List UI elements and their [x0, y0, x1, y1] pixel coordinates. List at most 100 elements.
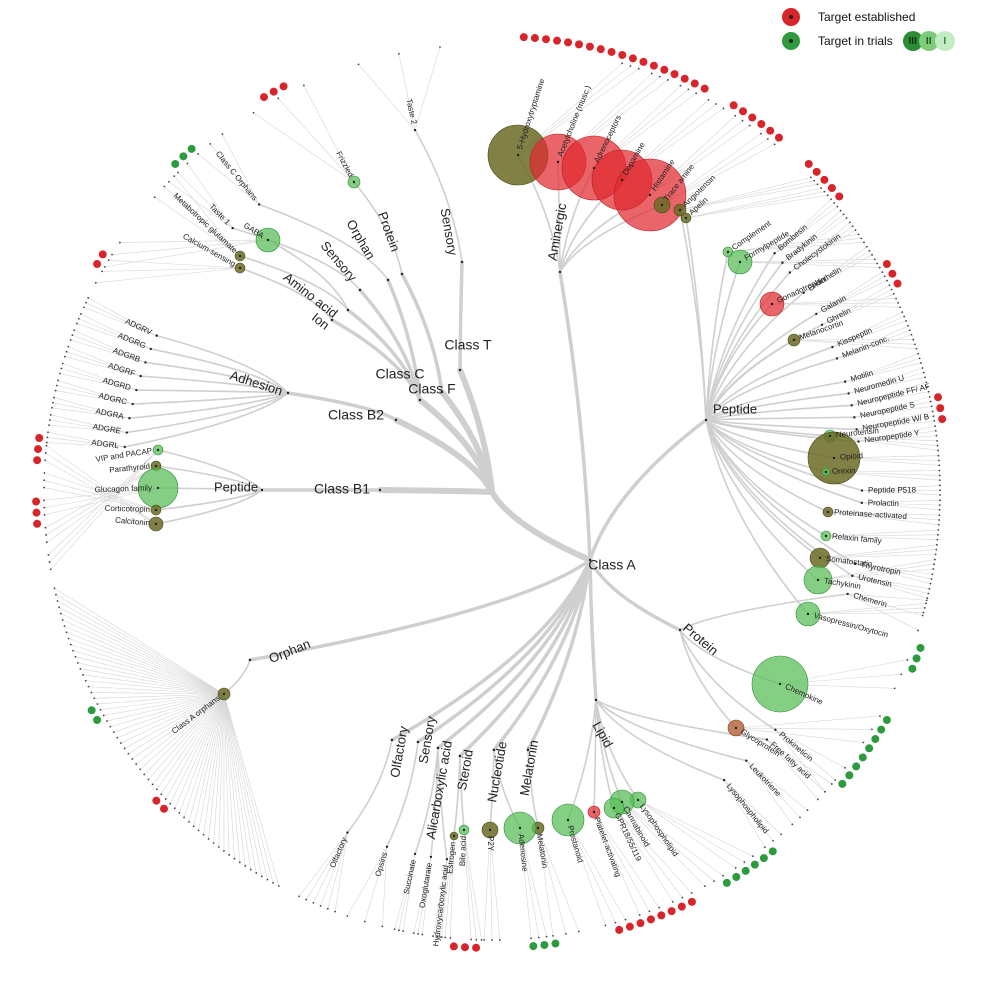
tree-branch — [595, 699, 725, 781]
leaf-node — [810, 176, 812, 179]
leaf-branch — [66, 632, 225, 695]
class-label: Class C — [375, 366, 424, 382]
leaf-node — [648, 910, 651, 913]
established-marker — [34, 445, 43, 454]
leaf-branch — [827, 511, 939, 526]
trial-marker — [908, 664, 917, 673]
leaf-node — [629, 65, 632, 67]
leaf-branch — [854, 563, 933, 575]
established-marker — [649, 61, 658, 70]
leaf-node — [922, 371, 925, 374]
leaf-branch — [825, 534, 938, 537]
family-node — [390, 738, 394, 742]
subfamily-node — [722, 778, 726, 782]
subfamily-node — [802, 291, 805, 294]
subfamily-label: Opioid — [840, 451, 864, 462]
established-marker — [449, 942, 458, 951]
subfamily-label: ADGRB — [112, 346, 142, 364]
leaf-branch — [613, 807, 674, 903]
established-marker — [934, 393, 943, 402]
leaf-node — [177, 171, 179, 174]
leaf-node — [421, 933, 424, 936]
leaf-branch — [48, 449, 159, 556]
leaf-branch — [398, 53, 416, 131]
subfamily-node — [648, 193, 652, 197]
leaf-branch — [613, 807, 683, 898]
leaf-node — [871, 253, 873, 256]
tree-branch — [705, 419, 819, 581]
leaf-branch — [832, 311, 903, 348]
leaf-branch — [861, 485, 940, 491]
subfamily-node — [738, 260, 742, 264]
leaf-node — [116, 736, 119, 739]
leaf-branch — [94, 693, 225, 699]
leaf-branch — [45, 465, 157, 528]
leaf-branch — [489, 829, 493, 941]
leaf-branch — [49, 449, 159, 563]
family-label: Orphan — [267, 636, 313, 666]
leaf-branch — [55, 390, 133, 405]
leaf-branch — [771, 302, 899, 305]
leaf-branch — [313, 832, 348, 903]
leaf-node — [833, 201, 836, 204]
leaf-node — [48, 424, 50, 427]
phase-i-badge: I — [934, 31, 955, 51]
leaf-branch — [253, 112, 355, 183]
leaf-node — [752, 855, 754, 858]
leaf-node — [666, 79, 669, 81]
leaf-node — [107, 259, 110, 262]
tree-branch — [595, 699, 639, 801]
tree-branch — [457, 367, 495, 495]
leaf-branch — [679, 177, 811, 211]
leaf-node — [923, 607, 926, 609]
leaf-node — [621, 62, 624, 65]
tree-branch — [705, 291, 805, 421]
class-node — [394, 418, 398, 422]
leaf-node — [883, 275, 886, 278]
subfamily-node — [781, 261, 784, 264]
leaf-branch — [803, 254, 873, 294]
leaf-branch — [775, 729, 846, 769]
leaf-node — [552, 934, 554, 937]
leaf-node — [44, 526, 47, 529]
subfamily-node — [820, 323, 824, 326]
tree-branch — [155, 334, 289, 394]
leaf-node — [302, 84, 305, 87]
leaf-branch — [845, 362, 922, 382]
family-node — [704, 418, 708, 422]
family-node — [526, 748, 530, 752]
leaf-branch — [567, 819, 616, 923]
subfamily-label: Vasopressin/Oxytocin — [813, 611, 889, 640]
leaf-branch — [679, 183, 818, 211]
family-label: Nucleotide — [484, 740, 509, 803]
leaf-branch — [856, 420, 935, 430]
subfamily-node — [156, 448, 160, 452]
tree-branch — [679, 629, 737, 729]
tree-branch — [558, 270, 592, 562]
subfamily-node — [620, 800, 624, 804]
leaf-node — [876, 262, 879, 265]
leaf-branch — [358, 64, 416, 131]
trial-marker — [877, 725, 886, 734]
leaf-node — [650, 72, 653, 75]
established-marker — [888, 269, 897, 278]
established-marker — [625, 922, 634, 931]
leaf-branch — [439, 835, 455, 938]
leaf-branch — [774, 202, 835, 254]
leaf-node — [806, 809, 809, 811]
leaf-branch — [766, 739, 832, 785]
leaf-branch — [183, 693, 225, 818]
tree-branch — [346, 739, 393, 834]
leaf-node — [926, 386, 929, 388]
leaf-branch — [320, 832, 348, 907]
leaf-branch — [817, 568, 934, 581]
leaf-node — [918, 357, 921, 360]
tree-branch — [430, 747, 439, 858]
leaf-node — [99, 708, 102, 711]
established-marker — [670, 70, 679, 79]
subfamily-node — [773, 252, 776, 255]
tree-branch — [705, 419, 858, 431]
leaf-branch — [44, 472, 157, 511]
leaf-branch — [679, 180, 815, 211]
leaf-node — [440, 936, 443, 939]
